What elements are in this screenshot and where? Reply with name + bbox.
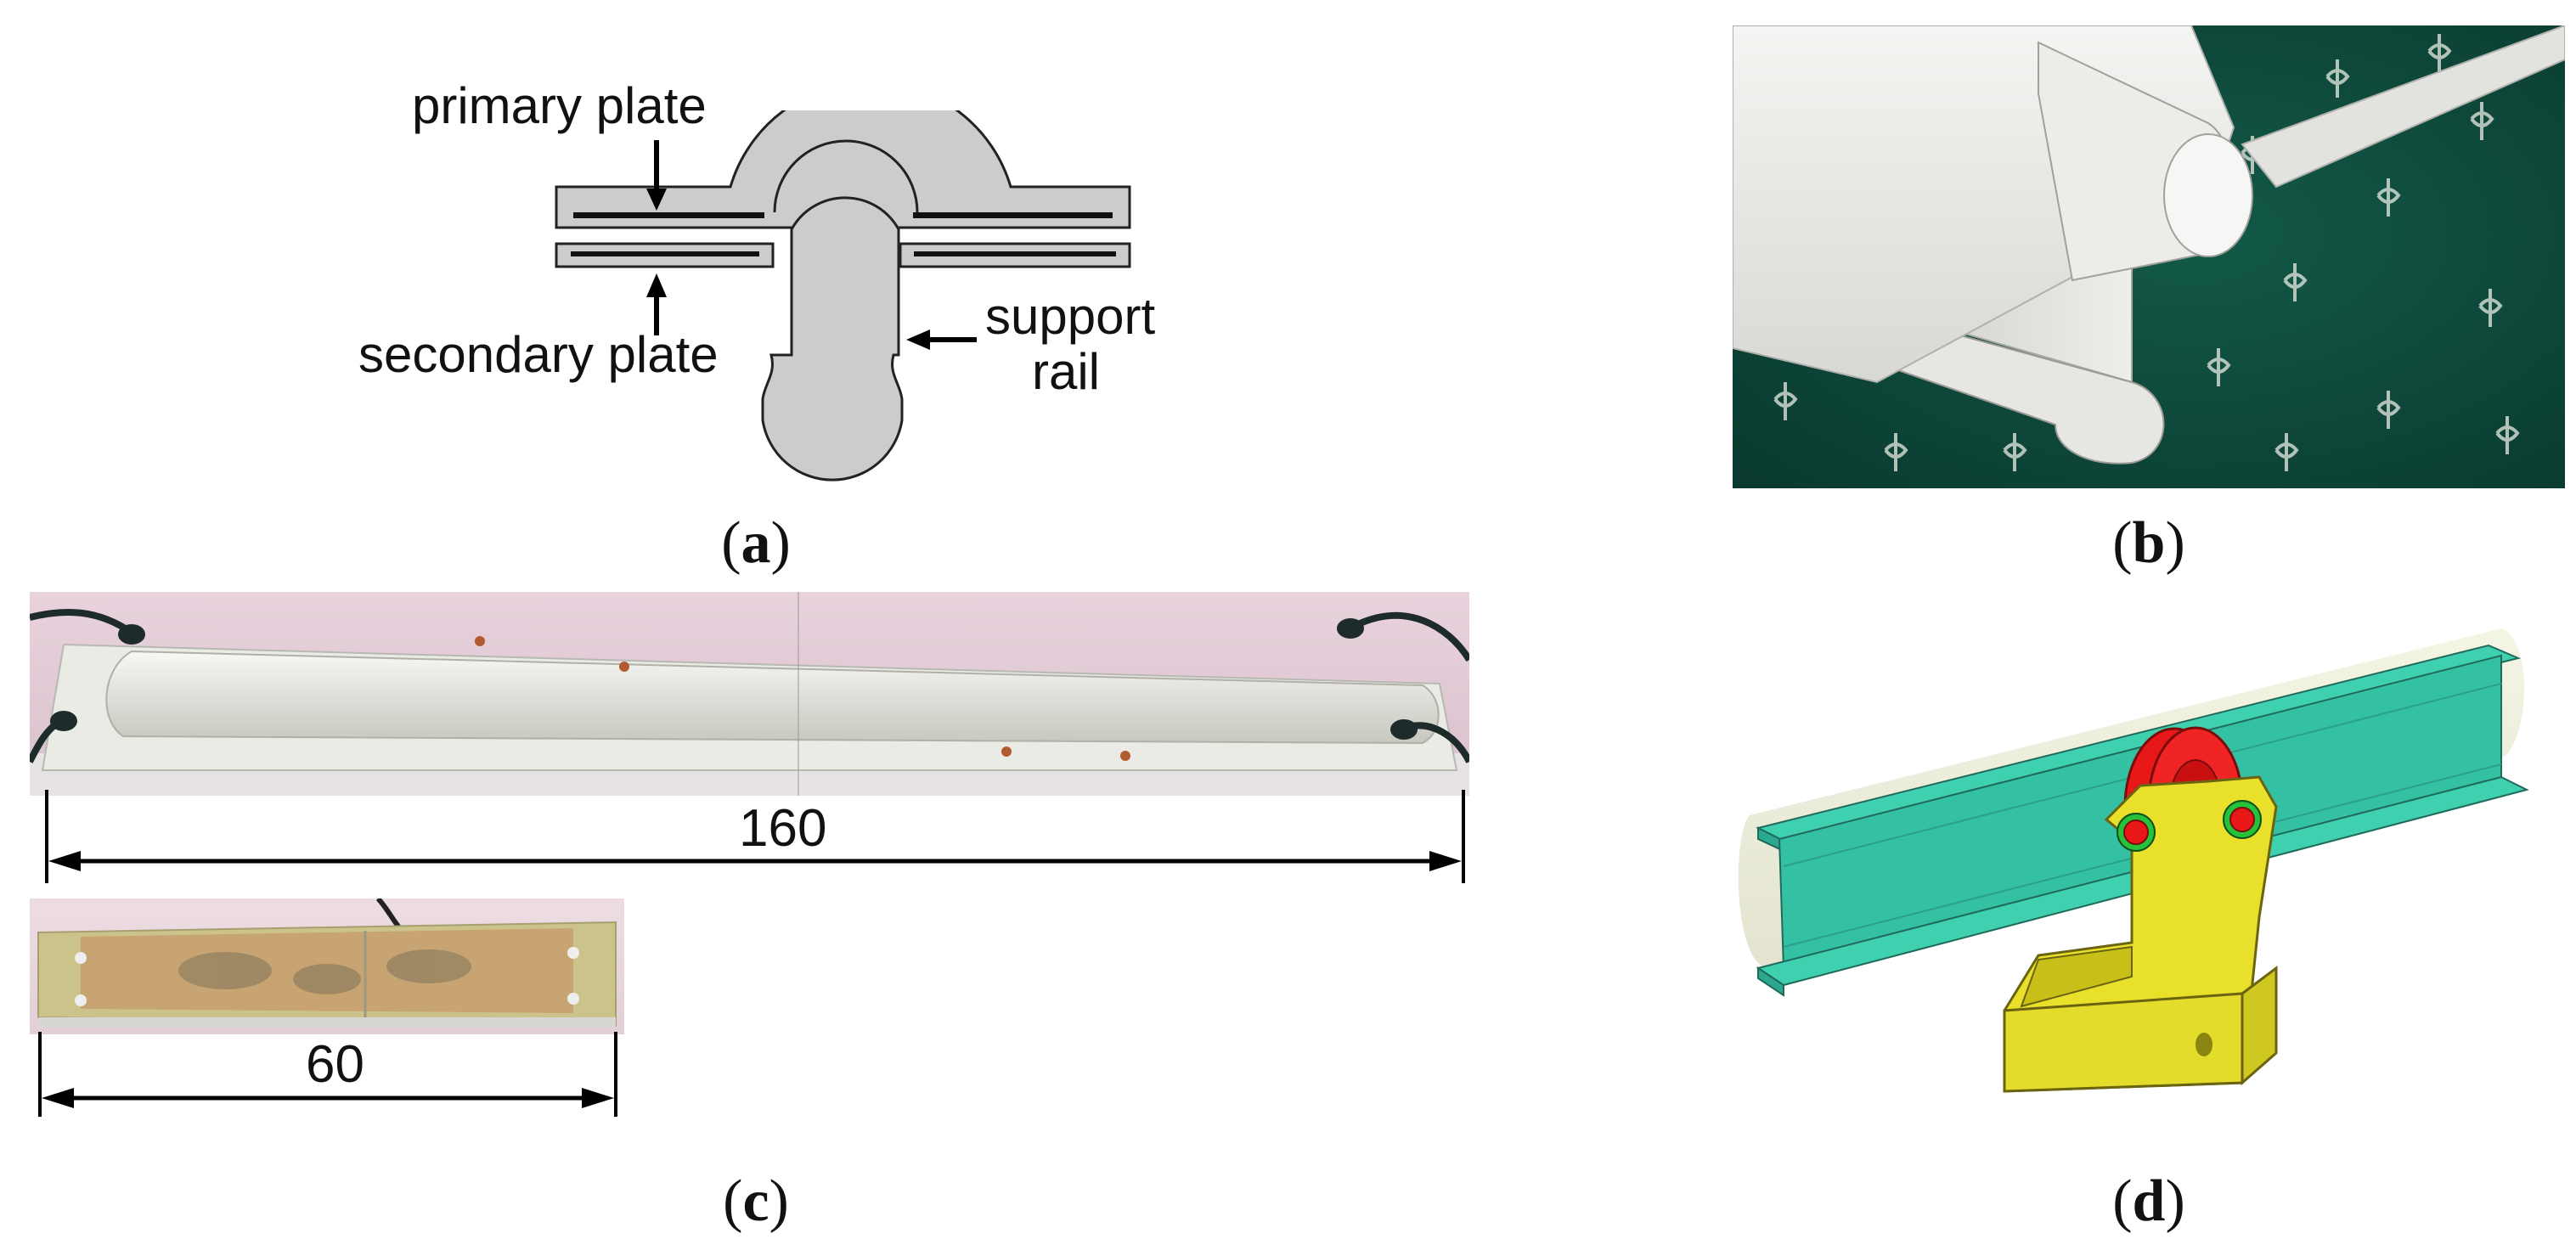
support-rail-shape	[761, 196, 904, 482]
label-support-rail-line2: rail	[1032, 343, 1101, 400]
long-module-photo	[30, 592, 1469, 796]
label-support-rail-line1: support	[985, 288, 1156, 345]
dimension-line-160	[45, 790, 1465, 883]
caption-c: (c)	[723, 1169, 789, 1234]
caption-a: (a)	[721, 510, 791, 576]
short-module-photo	[30, 898, 624, 1034]
cross-section-diagram	[555, 110, 1131, 482]
dimension-160-label: 160	[739, 799, 827, 858]
label-secondary-plate: secondary plate	[358, 326, 719, 383]
dimension-line-60	[38, 1032, 617, 1117]
rail-3d-model	[1738, 628, 2529, 1093]
rail-profile-photo	[1733, 25, 2565, 488]
caption-d: (d)	[2112, 1169, 2185, 1234]
caption-b: (b)	[2112, 510, 2185, 576]
label-primary-plate: primary plate	[412, 77, 707, 134]
dimension-60-label: 60	[306, 1035, 364, 1094]
primary-plate-shape	[555, 110, 1131, 229]
